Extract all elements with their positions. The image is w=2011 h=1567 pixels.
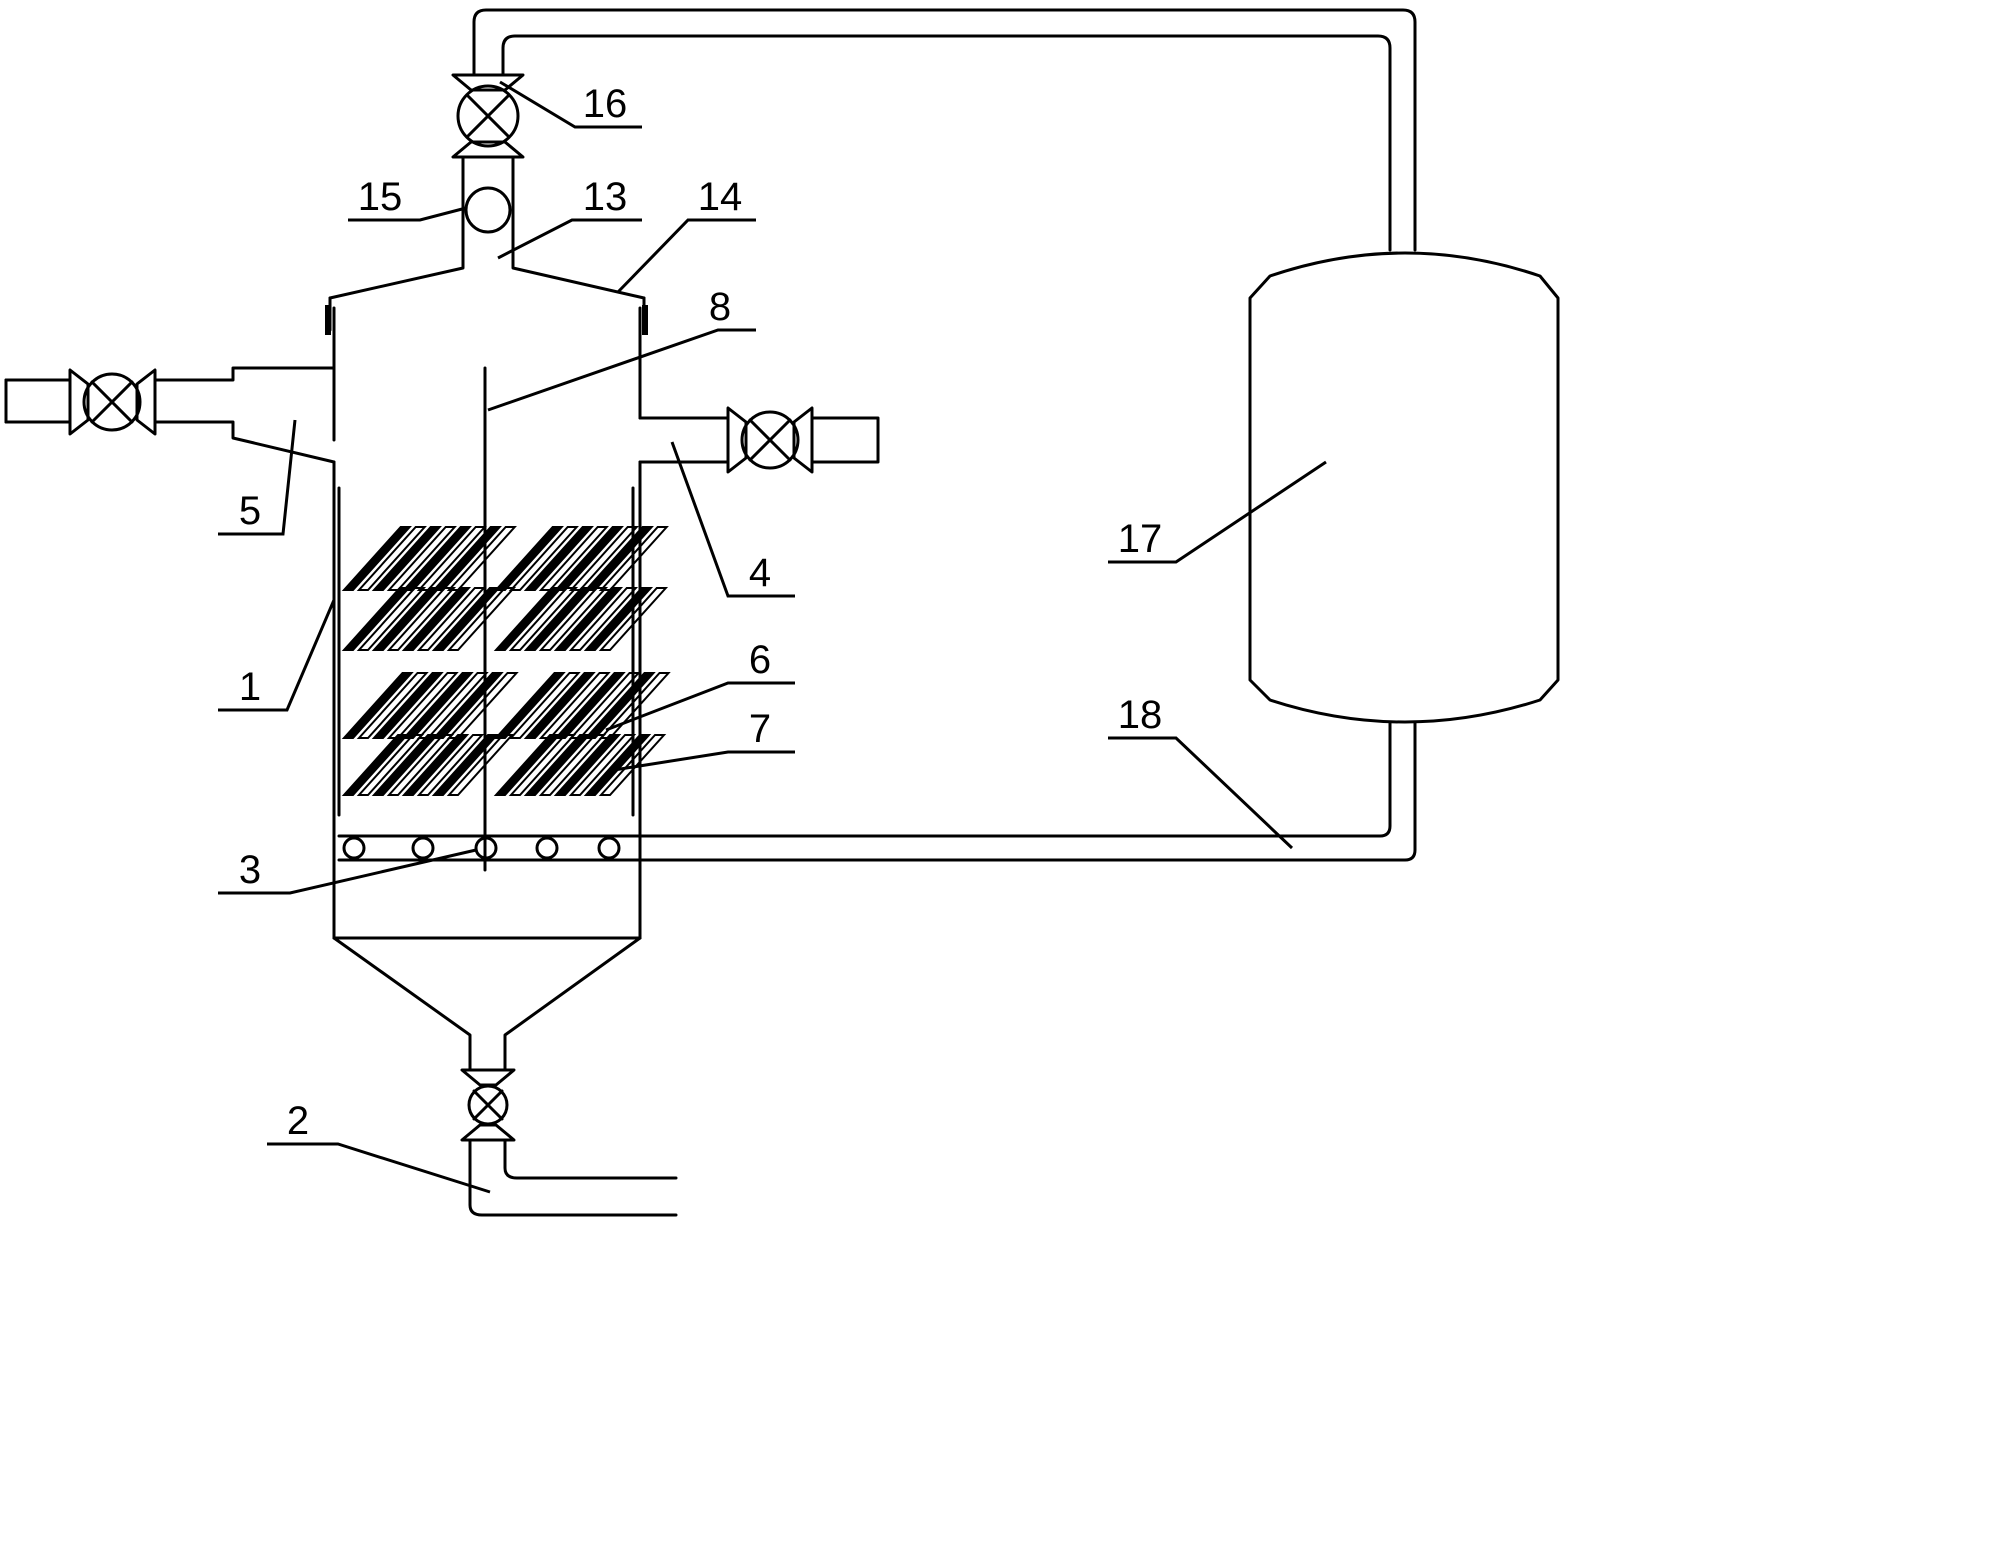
reactor-schematic: 16 15 13 14 8 5 4 1 6 7 3 2 17 18 [4, 8, 1560, 1217]
label-3: 3 [239, 848, 261, 892]
packing-strip [356, 526, 427, 591]
packing-strip [568, 587, 639, 651]
label-6: 6 [749, 638, 771, 682]
label-7: 7 [749, 707, 771, 751]
packing-strip [538, 587, 609, 651]
packing-strip [431, 587, 502, 651]
packing-strip [386, 734, 455, 796]
packing-strip [431, 526, 502, 591]
packing-strip [356, 734, 425, 796]
packing-strip [341, 526, 412, 591]
reactor-vessel [332, 306, 642, 1072]
packing-strip [446, 734, 515, 796]
leader-lines [218, 80, 1327, 1194]
packing-strip [598, 587, 669, 651]
packing-strip [401, 734, 470, 796]
label-8: 8 [709, 285, 731, 329]
packing-strip [598, 526, 669, 591]
packing-strip [416, 734, 485, 796]
packing-strip [523, 587, 594, 651]
storage-tank [1248, 251, 1560, 724]
packing-strip [371, 526, 442, 591]
label-1: 1 [239, 665, 261, 709]
packing-strip [553, 587, 624, 651]
packing-strip [508, 672, 581, 739]
packing-strip [493, 587, 564, 651]
packing-strip [401, 587, 472, 651]
packing-strip [386, 526, 457, 591]
packing-strip [553, 526, 624, 591]
packing-strip [356, 672, 429, 739]
packing-strip [583, 587, 654, 651]
packing-strip [598, 734, 667, 796]
inlet-pipe [4, 366, 336, 464]
packing-strip [356, 587, 427, 651]
top-valve [451, 73, 525, 159]
packing-strip [538, 734, 607, 796]
packing-strip [371, 672, 444, 739]
label-16: 16 [583, 82, 628, 126]
drain-pipe [460, 1068, 678, 1217]
label-18: 18 [1118, 693, 1163, 737]
packing-strip [508, 526, 579, 591]
packing-strip [508, 587, 579, 651]
packing-strip [523, 734, 592, 796]
top-cover [325, 156, 648, 335]
label-17: 17 [1118, 517, 1163, 561]
packing-strip [583, 526, 654, 591]
gas-distributor [337, 834, 639, 862]
packing-strip [341, 672, 414, 739]
packing-strip [493, 734, 562, 796]
packing-strip [538, 526, 609, 591]
packing-strip [371, 587, 442, 651]
return-loop-pipe [472, 8, 1417, 862]
packing-strip [371, 734, 440, 796]
label-5: 5 [239, 489, 261, 533]
packing-strip [568, 526, 639, 591]
label-13: 13 [583, 175, 628, 219]
part-labels: 16 15 13 14 8 5 4 1 6 7 3 2 17 18 [239, 82, 1162, 1143]
packing-strip [583, 734, 652, 796]
packing-strip [553, 734, 622, 796]
label-14: 14 [698, 175, 743, 219]
packing-strip [508, 734, 577, 796]
packing-strip [431, 734, 500, 796]
outlet-pipe [638, 406, 880, 474]
packing-media [341, 526, 671, 796]
packing-strip [568, 734, 637, 796]
packing-strip [416, 526, 487, 591]
label-2: 2 [287, 1099, 309, 1143]
packing-strip [386, 587, 457, 651]
packing-strip [493, 672, 566, 739]
label-4: 4 [749, 551, 771, 595]
packing-strip [341, 587, 412, 651]
sight-glass [464, 186, 512, 234]
packing-strip [446, 587, 517, 651]
packing-strip [446, 526, 517, 591]
packing-strip [416, 587, 487, 651]
label-15: 15 [358, 175, 403, 219]
packing-strip [341, 734, 410, 796]
packing-strip [523, 526, 594, 591]
packing-strip [523, 672, 596, 739]
packing-strip [401, 526, 472, 591]
